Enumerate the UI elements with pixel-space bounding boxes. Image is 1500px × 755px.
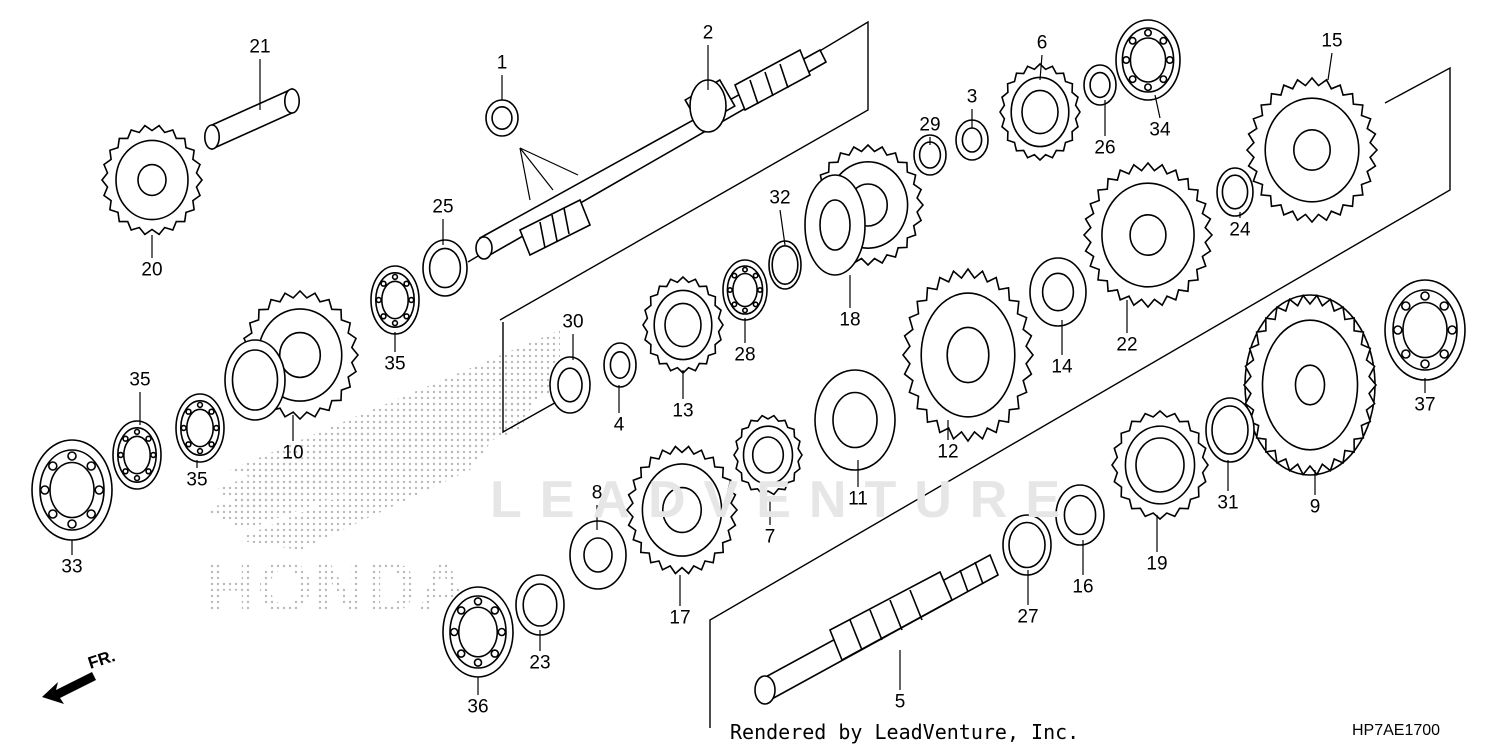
callout-36: 36 [467, 696, 489, 718]
callout-17: 17 [669, 607, 691, 629]
callout-24: 24 [1229, 219, 1251, 241]
callout-35-b: 35 [129, 369, 151, 391]
leader-34 [1154, 94, 1161, 119]
part-29-washer [913, 134, 947, 176]
part-25-washer [422, 239, 468, 297]
leader-32 [779, 209, 786, 246]
render-credit: Rendered by LeadVenture, Inc. [730, 720, 1080, 744]
callout-26: 26 [1094, 137, 1116, 159]
leader-1-branch-0 [519, 147, 531, 201]
callout-1: 1 [496, 52, 508, 74]
part-4-bushing [603, 342, 637, 388]
honda-wing-logo: HONDA [205, 330, 560, 628]
callout-15: 15 [1321, 30, 1343, 52]
callout-32: 32 [769, 187, 791, 209]
callout-20: 20 [141, 259, 163, 281]
callout-12: 12 [937, 441, 959, 463]
part-11-shifter [814, 369, 896, 471]
leader-1-branch-2 [519, 147, 579, 176]
mainshaft [475, 48, 828, 260]
callout-14: 14 [1051, 356, 1073, 378]
callout-3: 3 [966, 86, 978, 108]
part-22-gear [1082, 161, 1214, 309]
part-13-gear [642, 275, 724, 375]
part-1-ring [485, 99, 519, 137]
countershaft [754, 553, 1000, 705]
callout-22: 22 [1116, 334, 1138, 356]
part-14-bushing [1029, 257, 1087, 327]
part-35-needle-bearing-c [112, 420, 162, 490]
part-16-bushing [1055, 484, 1105, 546]
callout-8: 8 [591, 482, 603, 504]
part-36-bearing [442, 586, 514, 678]
part-19-gear [1111, 409, 1209, 521]
diagram-code: HP7AE1700 [1352, 722, 1441, 739]
callout-13: 13 [672, 400, 694, 422]
honda-brand-mark: HONDA [205, 548, 469, 628]
callout-leader-lines [71, 45, 1426, 695]
callout-4: 4 [613, 414, 625, 436]
callout-28: 28 [734, 344, 756, 366]
callout-27: 27 [1017, 606, 1039, 628]
callout-11: 11 [848, 488, 868, 510]
part-32-circlip [768, 240, 802, 290]
callout-16: 16 [1072, 576, 1094, 598]
callout-18: 18 [839, 309, 861, 331]
part-7-gear [733, 414, 803, 496]
callout-19: 19 [1146, 553, 1168, 575]
callout-2: 2 [702, 22, 714, 44]
callout-33: 33 [61, 556, 83, 578]
part-21-shaft [204, 87, 300, 151]
part-27-washer [1002, 514, 1052, 576]
leader-6 [1039, 54, 1043, 81]
part-35-needle-bearing-a [370, 265, 420, 335]
part-10-hub [224, 339, 286, 421]
part-35-needle-bearing-b [175, 393, 225, 463]
part-15-gear [1245, 76, 1379, 224]
callout-30: 30 [562, 311, 584, 333]
front-direction-arrow [42, 672, 96, 704]
part-20-gear [100, 124, 204, 236]
callout-29: 29 [919, 114, 941, 136]
part-31-washer [1205, 397, 1255, 463]
callout-7: 7 [764, 526, 776, 548]
callout-23: 23 [529, 652, 551, 674]
callout-34: 34 [1149, 119, 1171, 141]
part-26-washer [1083, 64, 1117, 106]
watermark: LEADVENTURE [490, 471, 1079, 529]
callout-9: 9 [1309, 496, 1321, 518]
transmission-parts [31, 19, 1466, 678]
part-28-bearing [722, 259, 768, 321]
callout-10: 10 [282, 442, 304, 464]
leader-1-branch-1 [519, 147, 554, 191]
callout-6: 6 [1036, 32, 1048, 54]
part-30-washer [549, 356, 591, 414]
callout-25: 25 [432, 196, 454, 218]
callout-37: 37 [1414, 394, 1436, 416]
part-17-gear [625, 445, 739, 575]
part-33-bearing [31, 439, 113, 541]
part-3-bushing [955, 119, 989, 161]
part-8-collar [569, 520, 627, 590]
callout-21: 21 [249, 36, 271, 58]
part-23-washer [515, 574, 565, 636]
part-6-gear [999, 62, 1081, 162]
leader-15 [1327, 52, 1333, 81]
part-9-gear [1242, 294, 1378, 476]
part-12-gear [901, 267, 1035, 443]
part-18-hub [804, 174, 866, 276]
callout-35-a: 35 [384, 353, 406, 375]
callout-35-c: 35 [186, 469, 208, 491]
callout-5: 5 [894, 691, 906, 713]
part-24-washer [1216, 167, 1254, 217]
part-37-bearing [1384, 279, 1466, 381]
callout-31: 31 [1217, 492, 1239, 514]
part-34-bearing [1115, 19, 1181, 101]
